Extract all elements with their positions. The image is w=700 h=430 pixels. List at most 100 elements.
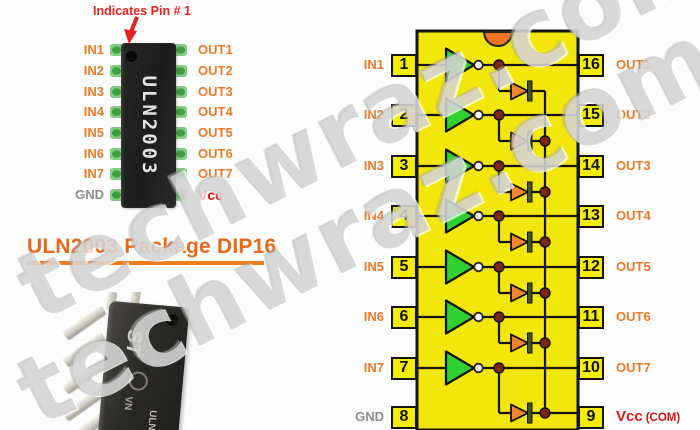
pin-label-out5: OUT5 <box>198 125 233 140</box>
pin-box-3: 3 <box>391 154 417 178</box>
pin-box-10: 10 <box>578 356 604 380</box>
package-heading: ULN2003 Package DIP16 <box>27 235 277 258</box>
schematic-label-in5: IN5 <box>363 259 384 274</box>
diode-cathode-bar <box>527 332 533 354</box>
output-circle <box>473 362 484 374</box>
schematic-label-in6: IN6 <box>363 309 384 324</box>
pin-label-out1: OUT1 <box>198 42 233 57</box>
junction-dot <box>493 311 505 323</box>
pin-stub <box>110 168 123 180</box>
output-circle <box>473 311 484 323</box>
pin-stub <box>110 65 123 77</box>
pin-box-11: 11 <box>578 305 604 329</box>
schematic-label-gnd: GND <box>355 409 384 424</box>
diode <box>510 333 529 353</box>
pin-label-in3: IN3 <box>83 84 104 99</box>
junction-dot <box>493 261 505 273</box>
pin-stub <box>174 148 187 160</box>
inverter-triangle <box>444 198 476 234</box>
pin-box-5: 5 <box>391 255 417 279</box>
inverter-triangle <box>444 47 476 83</box>
schematic-label-vcc: Vcc(COM) <box>616 409 700 426</box>
diode-cathode-bar <box>527 130 533 152</box>
diode-cathode-bar <box>527 80 533 102</box>
pin-label-in2: IN2 <box>83 63 104 78</box>
pin-label-out7: OUT7 <box>198 166 233 181</box>
diode-cathode-bar <box>527 231 533 253</box>
schematic-label-in2: IN2 <box>363 107 384 122</box>
chip-photo-body: ST VN ULN G4 <box>96 300 190 430</box>
junction-dot <box>493 210 505 222</box>
rail-junction-dot <box>539 407 551 419</box>
diode <box>510 403 529 423</box>
chip-photo: ST VN ULN G4 <box>55 292 207 430</box>
schematic-label-in4: IN4 <box>363 208 384 223</box>
inverter-triangle <box>444 97 476 133</box>
junction-dot <box>493 59 505 71</box>
pin-stub <box>110 106 123 118</box>
schematic-label-out4: OUT4 <box>616 208 651 223</box>
pin-box-7: 7 <box>391 356 417 380</box>
pin-stub <box>174 168 187 180</box>
rail-junction-dot <box>539 135 551 147</box>
diode <box>510 232 529 252</box>
pin-box-12: 12 <box>578 255 604 279</box>
pin-stub <box>174 127 187 139</box>
pin-stub <box>110 86 123 98</box>
rail-junction-dot <box>539 186 551 198</box>
pin-stub <box>110 189 123 201</box>
pin-label-in5: IN5 <box>83 125 104 140</box>
diode-cathode-bar <box>527 402 533 424</box>
output-circle <box>473 210 484 222</box>
pin-stub <box>174 106 187 118</box>
output-circle <box>473 59 484 71</box>
vcc-label: Vcc <box>616 408 643 425</box>
chip-marking-top: VN <box>121 395 134 411</box>
pin-box-9: 9 <box>578 405 604 429</box>
schematic-label-out1: OUT1 <box>616 57 651 72</box>
pin1-notch <box>482 31 514 47</box>
pin-box-15: 15 <box>578 103 604 127</box>
schematic-label-out5: OUT5 <box>616 259 651 274</box>
inverter-triangle <box>444 350 476 386</box>
output-circle <box>473 160 484 172</box>
inverter-triangle <box>444 148 476 184</box>
schematic-ic-body <box>415 29 580 430</box>
schematic-wires <box>417 63 578 415</box>
schematic-label-out3: OUT3 <box>616 158 651 173</box>
pin-box-4: 4 <box>391 204 417 228</box>
pin-label-out2: OUT2 <box>198 63 233 78</box>
pin-box-2: 2 <box>391 103 417 127</box>
pin-box-1: 1 <box>391 53 417 77</box>
diode <box>510 283 529 303</box>
pin-label-in1: IN1 <box>83 42 104 57</box>
diode <box>510 131 529 151</box>
pin1-arrow-icon <box>124 16 139 44</box>
junction-dot <box>493 109 505 121</box>
pin-stub <box>174 189 187 201</box>
pin-label-vcc: Vcc <box>198 187 223 203</box>
diode <box>510 182 529 202</box>
pin-box-8: 8 <box>391 405 417 429</box>
inverter-triangle <box>444 299 476 335</box>
dip-chip-body: ULN2003 <box>121 43 176 208</box>
pin-label-out3: OUT3 <box>198 84 233 99</box>
pin-stub <box>174 65 187 77</box>
schematic-label-in3: IN3 <box>363 158 384 173</box>
diode <box>510 81 529 101</box>
chip-marking-bottom: ULN G4 <box>143 409 159 430</box>
pin1-indicator-dot <box>126 51 137 62</box>
pin-stub <box>110 127 123 139</box>
rail-junction-dot <box>539 337 551 349</box>
pin-label-in6: IN6 <box>83 146 104 161</box>
pin-box-13: 13 <box>578 204 604 228</box>
pin-box-14: 14 <box>578 154 604 178</box>
diode-cathode-bar <box>527 181 533 203</box>
rail-junction-dot <box>539 236 551 248</box>
pin1-annotation: Indicates Pin # 1 <box>93 4 191 18</box>
output-circle <box>473 109 484 121</box>
pin-label-in4: IN4 <box>83 104 104 119</box>
pin-stub <box>174 86 187 98</box>
schematic-label-in7: IN7 <box>363 360 384 375</box>
